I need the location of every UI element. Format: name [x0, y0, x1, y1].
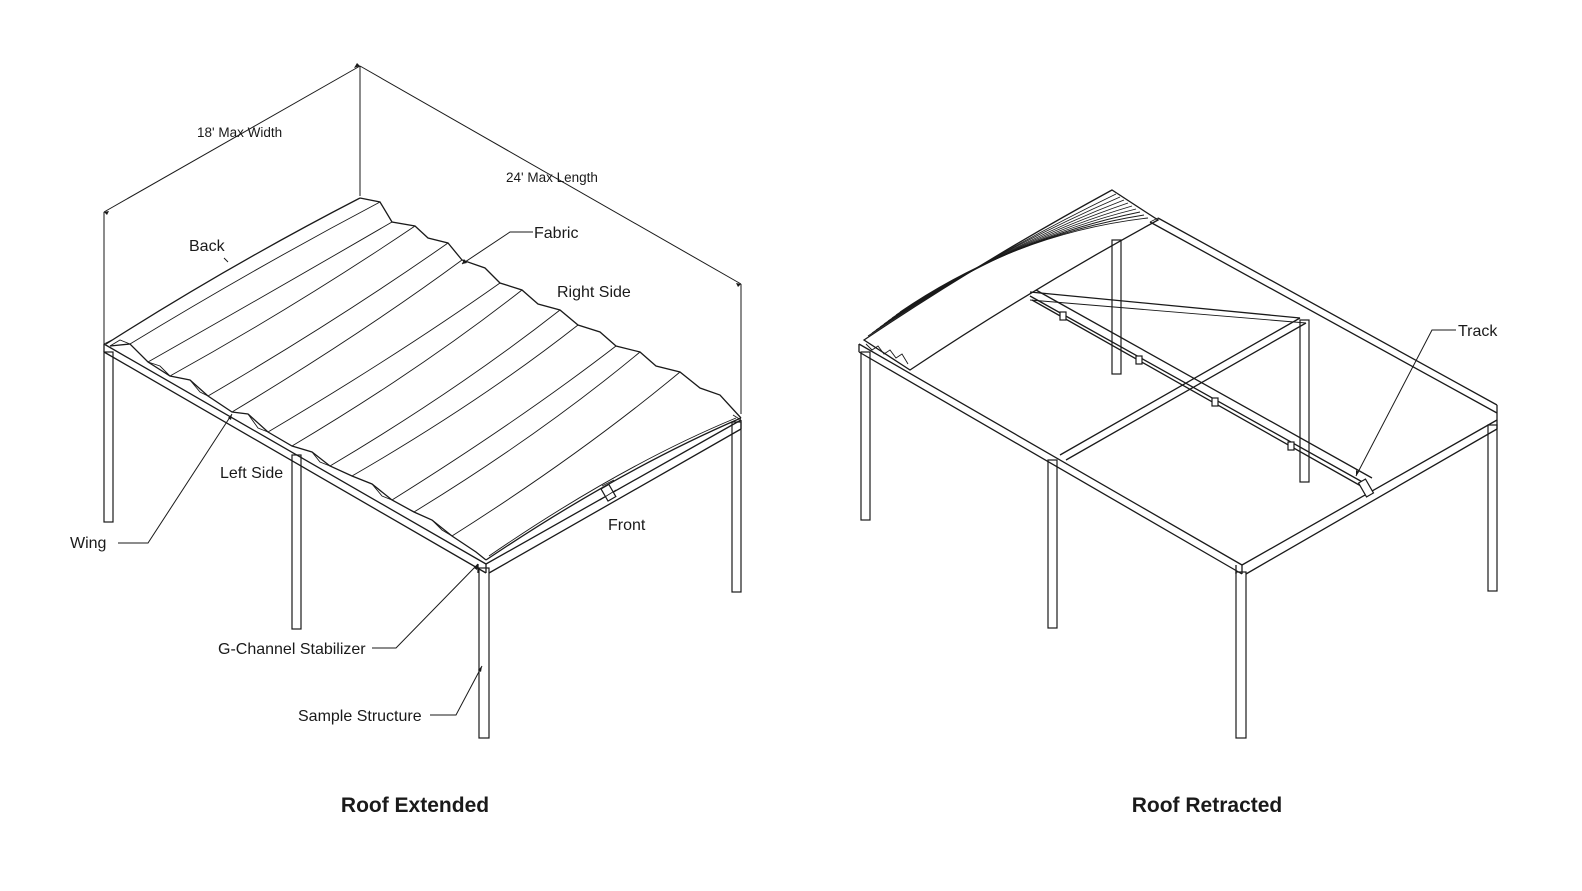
- right-side-label: Right Side: [557, 284, 631, 301]
- roof-retracted-caption: Roof Retracted: [1132, 794, 1283, 817]
- left-side-label: Left Side: [220, 465, 283, 482]
- structure-frame: [103, 339, 742, 574]
- retracted-fabric-bundle: [862, 189, 1160, 371]
- structure-posts-right: [860, 239, 1498, 739]
- roof-extended-view: 18' Max Width 24' Max Length Back Fabric…: [70, 63, 742, 817]
- track-label: Track: [1458, 323, 1498, 340]
- leader-lines: [118, 231, 533, 716]
- length-dimension-label: 24' Max Length: [506, 170, 598, 185]
- sample-structure-label: Sample Structure: [298, 708, 422, 725]
- front-label: Front: [608, 517, 646, 534]
- roof-extended-caption: Roof Extended: [341, 794, 489, 817]
- fabric-roof: [105, 197, 742, 561]
- g-channel-stabilizer-label: G-Channel Stabilizer: [218, 641, 366, 658]
- track-leader: [1355, 329, 1456, 477]
- width-dimension-label: 18' Max Width: [197, 125, 282, 140]
- structure-posts: [103, 351, 742, 739]
- wing-label: Wing: [70, 535, 106, 552]
- roof-retracted-view: Track Roof Retracted: [858, 189, 1498, 817]
- back-label: Back: [189, 238, 226, 255]
- g-channel-clip: [599, 479, 617, 502]
- structure-frame-right: [858, 217, 1498, 575]
- dimension-lines: [103, 63, 742, 414]
- fabric-label: Fabric: [534, 225, 578, 242]
- center-track: [1029, 289, 1375, 498]
